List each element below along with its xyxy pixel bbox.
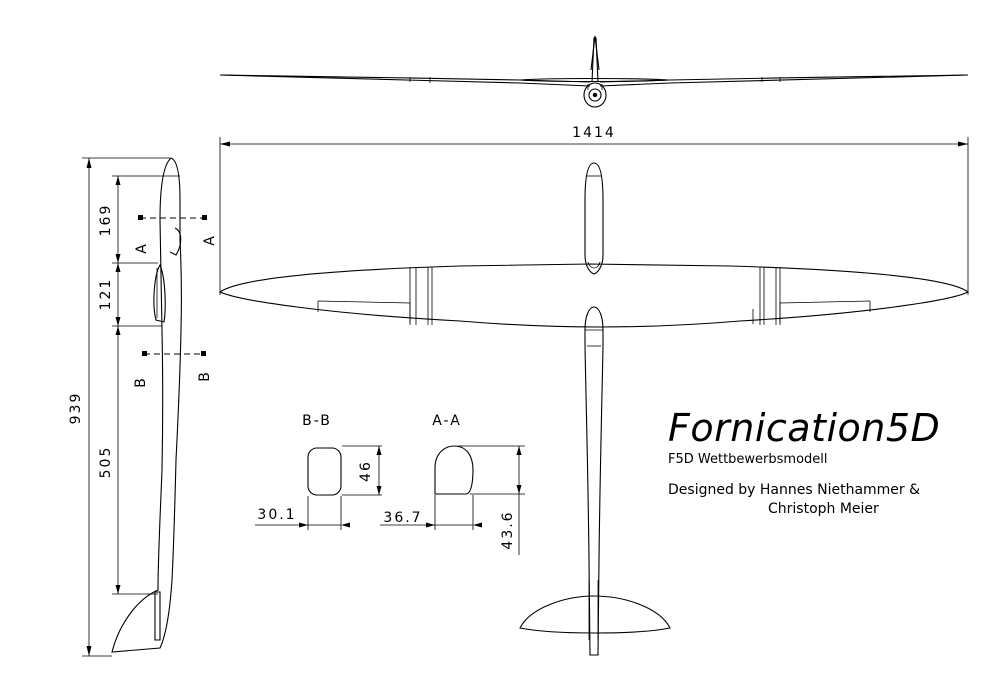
wingspan-label: 1414 [572, 125, 616, 141]
section-aa: A-A 43.6 36.7 [380, 413, 525, 555]
fuselage-nose [584, 162, 604, 275]
top-view [218, 162, 970, 656]
designers-line-2: Christoph Meier [768, 501, 879, 517]
bb-width-label: 30.1 [257, 507, 296, 523]
model-subtitle: F5D Wettbewerbsmodell [668, 452, 828, 467]
length-dimensions: 939 169 121 505 [68, 157, 170, 657]
aa-width-label: 36.7 [383, 510, 422, 526]
designers-line-1: Designed by Hannes Niethammer & [668, 482, 921, 498]
designers: Designed by Hannes Niethammer & Christop… [668, 481, 940, 519]
section-bb: B-B 46 30.1 [255, 413, 382, 530]
aa-height-label: 43.6 [500, 510, 516, 549]
seg-121-label: 121 [98, 278, 114, 311]
title-block: Fornication5D F5D Wettbewerbsmodell Desi… [668, 406, 940, 519]
length-939-label: 939 [68, 392, 84, 425]
section-a-right: A [202, 234, 218, 246]
side-view: A A B B [111, 157, 218, 653]
bb-height-label: 46 [358, 460, 374, 482]
section-b-right: B [197, 370, 213, 382]
section-b-left: B [133, 376, 149, 388]
side-fuselage-outline [111, 157, 182, 653]
fuselage-boom [584, 306, 604, 656]
section-a-left: A [134, 242, 150, 254]
section-bb-title: B-B [302, 413, 332, 429]
wingspan-dimension: 1414 [219, 125, 969, 295]
section-aa-title: A-A [432, 413, 462, 429]
front-view [219, 35, 969, 108]
tailplane [519, 595, 671, 634]
seg-505-label: 505 [98, 446, 114, 479]
wing-outline [218, 263, 970, 328]
model-name: Fornication5D [668, 406, 941, 450]
seg-169-label: 169 [98, 204, 114, 237]
